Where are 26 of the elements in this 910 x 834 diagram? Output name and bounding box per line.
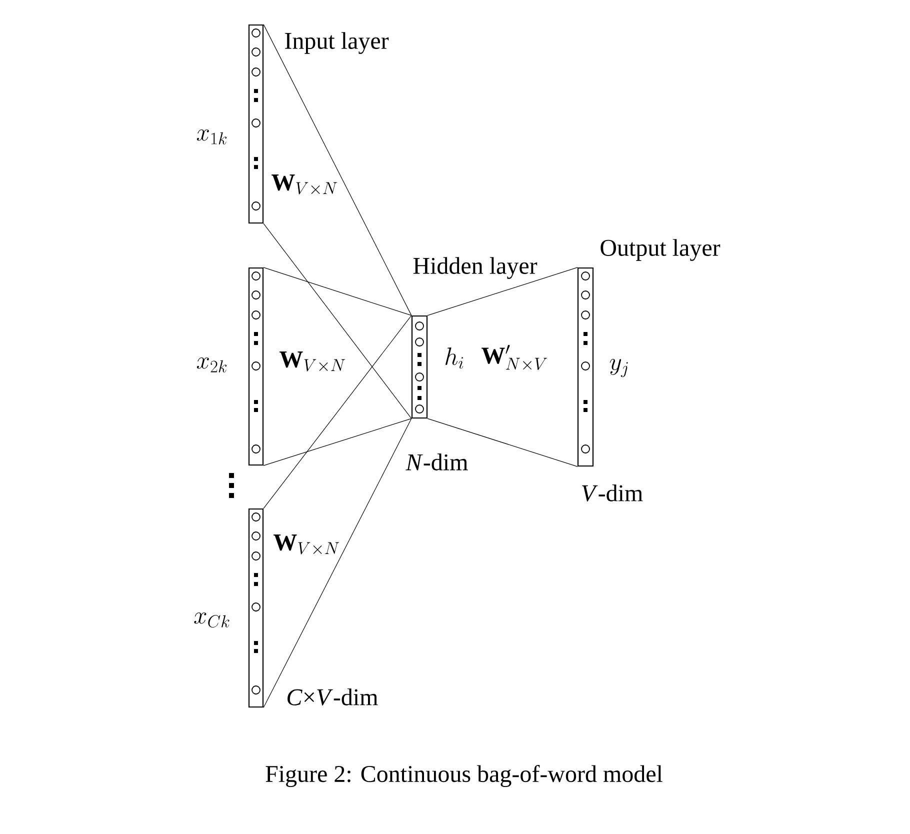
connection-line xyxy=(263,418,412,466)
connection-line xyxy=(427,418,578,467)
vector-label: $x_{2k}$ xyxy=(196,358,227,372)
connection-line xyxy=(427,267,578,316)
vector-box xyxy=(248,267,264,466)
dimension-label: V-dim xyxy=(582,484,643,502)
layer-label: Output layer xyxy=(600,239,720,261)
connection-line xyxy=(263,418,412,708)
layer-label: Hidden layer xyxy=(413,257,538,279)
weight-matrix-label: $\mathbf{W}'_{N\times V}$ xyxy=(482,344,548,370)
dimension-label: C×V-dim xyxy=(288,688,378,706)
connection-line xyxy=(263,223,412,419)
vector-label: $x_{Ck}$ xyxy=(194,612,230,628)
layer-label: Input layer xyxy=(285,32,389,54)
vector-box xyxy=(248,508,264,708)
connection-line xyxy=(263,315,412,509)
vector-label: $x_{1k}$ xyxy=(196,130,227,144)
connection-line xyxy=(263,24,412,316)
vector-box xyxy=(248,24,264,224)
vector-box xyxy=(577,267,594,467)
vector-box xyxy=(411,315,428,419)
connection-line xyxy=(263,267,412,316)
vector-label: $h_i$ xyxy=(446,348,464,369)
figure-caption: Figure 2: Continuous bag-of-word model xyxy=(266,764,662,788)
dimension-label: N-dim xyxy=(406,454,468,470)
vector-label: $y_j$ xyxy=(610,358,628,378)
